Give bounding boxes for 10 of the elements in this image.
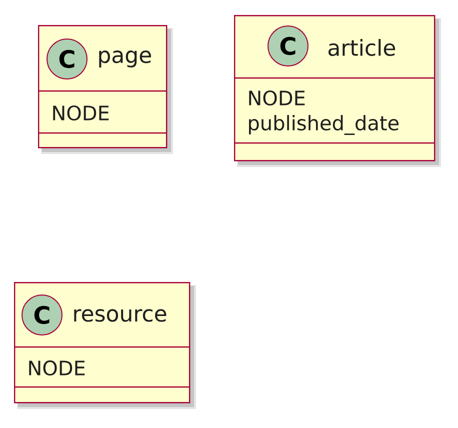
class-box (234, 15, 441, 167)
class-box (38, 25, 173, 154)
attribute: published_date (249, 115, 399, 135)
attribute: NODE (29, 360, 85, 376)
attribute: NODE (53, 105, 109, 121)
class-name: page (99, 50, 151, 68)
class-box (14, 282, 196, 409)
class-name: article (328, 38, 396, 56)
class-name: resource (74, 309, 166, 322)
attribute: NODE (249, 90, 305, 106)
